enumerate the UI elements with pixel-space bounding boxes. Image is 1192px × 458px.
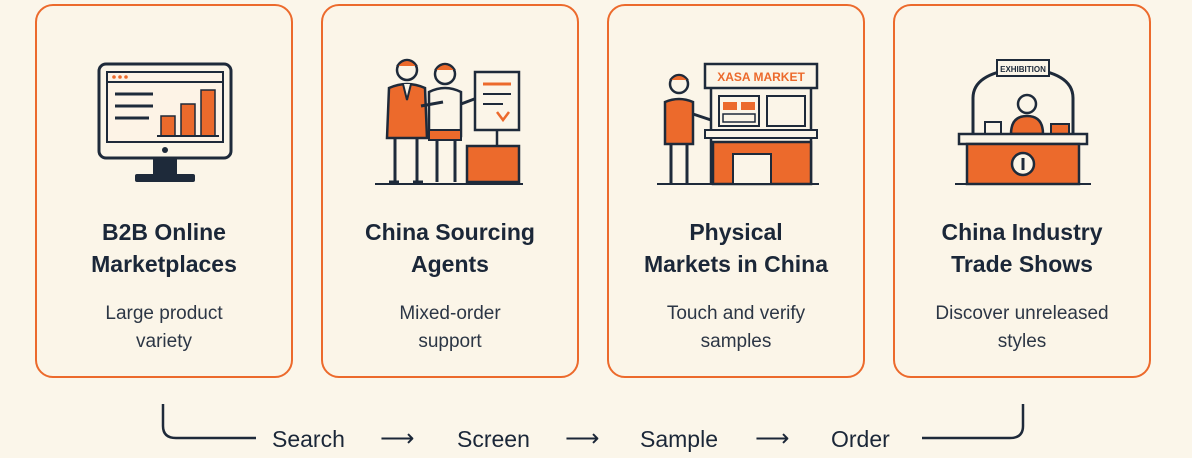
- card-title: B2B Online Marketplaces: [91, 219, 237, 277]
- flow-step-sample: Sample: [640, 426, 718, 452]
- card-description: Large product variety: [105, 303, 223, 352]
- card-description: Discover unreleased styles: [935, 303, 1109, 352]
- flow-step-search: Search: [272, 426, 345, 452]
- card-description: Touch and verify samples: [666, 303, 806, 352]
- card-china-sourcing-agents: China Sourcing Agents Mixed-order suppor…: [321, 4, 579, 378]
- card-description: Mixed-order support: [399, 303, 501, 352]
- computer-monitor-chart-icon: [97, 62, 233, 182]
- sourcing-agents-icon: [375, 58, 523, 185]
- flow-arrow-icon: ⟶: [565, 425, 600, 452]
- booth-sign-text: EXHIBITION: [1000, 65, 1046, 74]
- flow-step-order: Order: [831, 426, 890, 452]
- market-sign-text: XASA MARKET: [717, 70, 805, 84]
- card-b2b-online-marketplaces: B2B Online Marketplaces Large product va…: [35, 4, 293, 378]
- flow-step-screen: Screen: [457, 426, 530, 452]
- trade-show-booth-icon: EXHIBITION: [955, 59, 1091, 186]
- card-physical-markets: XASA MARKET Physical Markets in China To…: [607, 4, 865, 378]
- card-title: China Industry Trade Shows: [941, 219, 1103, 277]
- card-trade-shows: EXHIBITION China Industry Trade Shows Di…: [893, 4, 1151, 378]
- card-title: China Sourcing Agents: [365, 219, 535, 277]
- flow-arrow-icon: ⟶: [755, 425, 790, 452]
- flow-arrow-icon: ⟶: [380, 425, 415, 452]
- card-title: Physical Markets in China: [643, 219, 829, 277]
- market-stall-icon: XASA MARKET: [657, 62, 819, 186]
